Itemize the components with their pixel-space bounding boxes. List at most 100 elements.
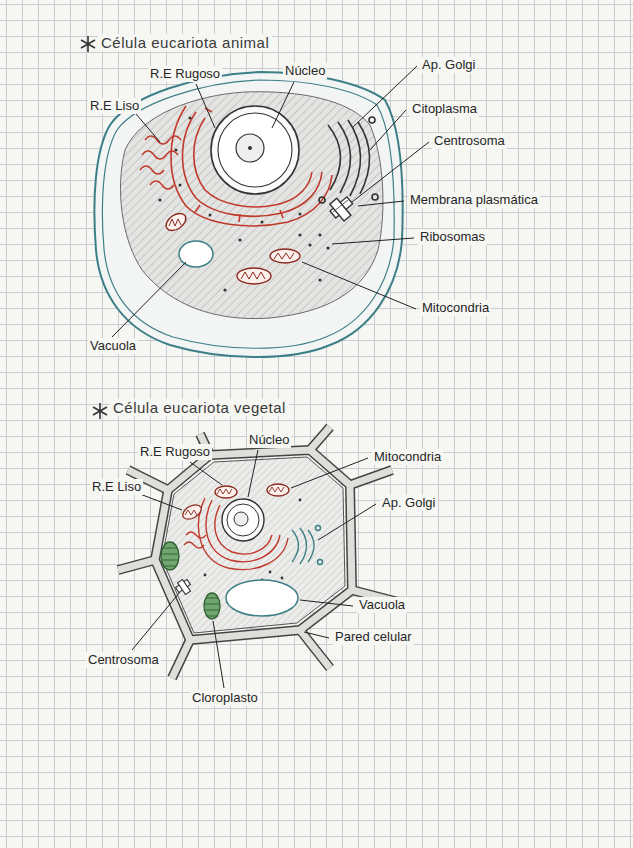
part-label: Pared celular xyxy=(333,629,414,645)
nucleus xyxy=(218,113,292,187)
ribosome xyxy=(158,117,329,292)
asterisk xyxy=(93,403,107,419)
rough-er xyxy=(171,106,332,226)
chloroplast xyxy=(161,542,220,619)
leader-line xyxy=(140,494,182,510)
ribosome xyxy=(326,246,329,249)
leader-line xyxy=(318,504,376,540)
ribosome xyxy=(223,288,226,291)
part-label: Ribosomas xyxy=(418,229,487,245)
golgi xyxy=(348,120,361,196)
part-label: Citoplasma xyxy=(410,101,479,117)
ribosome xyxy=(298,233,301,236)
golgi xyxy=(292,530,299,562)
mitochondrion xyxy=(270,249,300,263)
golgi xyxy=(338,122,351,193)
leader-line xyxy=(112,66,429,688)
part-label: Núcleo xyxy=(247,432,291,448)
animal-cell xyxy=(102,80,394,348)
nucleus xyxy=(236,134,264,162)
rough-er xyxy=(199,498,288,570)
nucleus xyxy=(248,146,252,150)
part-label: Vacuola xyxy=(88,338,138,354)
golgi xyxy=(319,197,325,203)
chloroplast xyxy=(161,542,179,570)
rough-er xyxy=(206,500,280,562)
part-label: R.E Liso xyxy=(88,98,141,114)
smooth-er xyxy=(142,151,178,159)
centrosome xyxy=(176,580,191,595)
cytoplasm xyxy=(162,457,345,633)
chloroplast xyxy=(205,598,219,616)
ribosome xyxy=(175,149,178,152)
part-label: Vacuola xyxy=(357,597,407,613)
rough-er xyxy=(183,112,323,216)
leader-line xyxy=(332,238,414,244)
smooth-er xyxy=(184,542,204,548)
nucleus xyxy=(222,499,264,541)
nucleus xyxy=(211,106,299,194)
plasma-membrane xyxy=(94,72,402,357)
leader-line xyxy=(196,84,215,128)
golgi xyxy=(292,526,323,565)
smooth-er xyxy=(184,532,206,548)
ribosome xyxy=(299,213,302,216)
centrosome xyxy=(330,198,351,221)
mitochondrion xyxy=(180,502,203,522)
golgi xyxy=(308,530,314,562)
mitochondrion xyxy=(269,487,284,492)
part-label: R.E Liso xyxy=(90,479,143,495)
ribosome xyxy=(189,117,192,120)
leader-line xyxy=(190,462,222,485)
mitochondrion xyxy=(267,484,289,496)
ribosome xyxy=(299,499,302,502)
cell-wall xyxy=(155,450,352,640)
golgi xyxy=(358,122,370,194)
chloroplast xyxy=(204,593,220,619)
nucleus xyxy=(211,106,299,194)
part-label: R.E Rugoso xyxy=(148,66,222,82)
leader-line xyxy=(272,82,294,128)
leader-line xyxy=(132,592,180,650)
mitochondrion xyxy=(241,272,265,279)
leader-line xyxy=(300,600,353,606)
part-label: Ap. Golgi xyxy=(380,495,437,511)
golgi xyxy=(328,125,341,190)
centrosome xyxy=(330,197,353,221)
golgi xyxy=(318,560,323,565)
part-label: Mitocondria xyxy=(420,300,491,316)
mitochondrion xyxy=(163,210,189,234)
golgi xyxy=(369,117,375,123)
leader-line xyxy=(352,66,417,128)
leader-line xyxy=(370,110,406,150)
vacuole xyxy=(179,241,213,267)
mitochondrion xyxy=(237,268,271,284)
ribosome xyxy=(318,233,321,236)
part-label: Núcleo xyxy=(283,63,327,79)
rough-er xyxy=(171,106,332,226)
part-label: R.E Rugoso xyxy=(138,444,212,460)
smooth-er xyxy=(140,166,164,174)
cell-wall xyxy=(155,450,352,640)
golgi xyxy=(319,117,378,203)
leader-line xyxy=(136,114,160,142)
nucleus xyxy=(234,512,248,526)
part-label: Cloroplasto xyxy=(190,690,260,706)
part-label: Membrana plasmática xyxy=(408,192,540,208)
mitochondrion xyxy=(169,219,181,226)
ribosome xyxy=(204,574,207,577)
asterisk xyxy=(81,36,95,52)
part-label: Centrosoma xyxy=(86,652,161,668)
leader-line xyxy=(112,262,186,337)
centrosome xyxy=(333,200,348,212)
mitochondrion xyxy=(163,210,300,284)
ribosome xyxy=(179,184,182,187)
nucleus xyxy=(227,504,259,536)
mitochondrion xyxy=(180,484,289,522)
leader-line xyxy=(302,262,416,309)
leader-line xyxy=(304,632,329,638)
ribosome xyxy=(318,278,321,281)
leader-line xyxy=(248,450,258,497)
